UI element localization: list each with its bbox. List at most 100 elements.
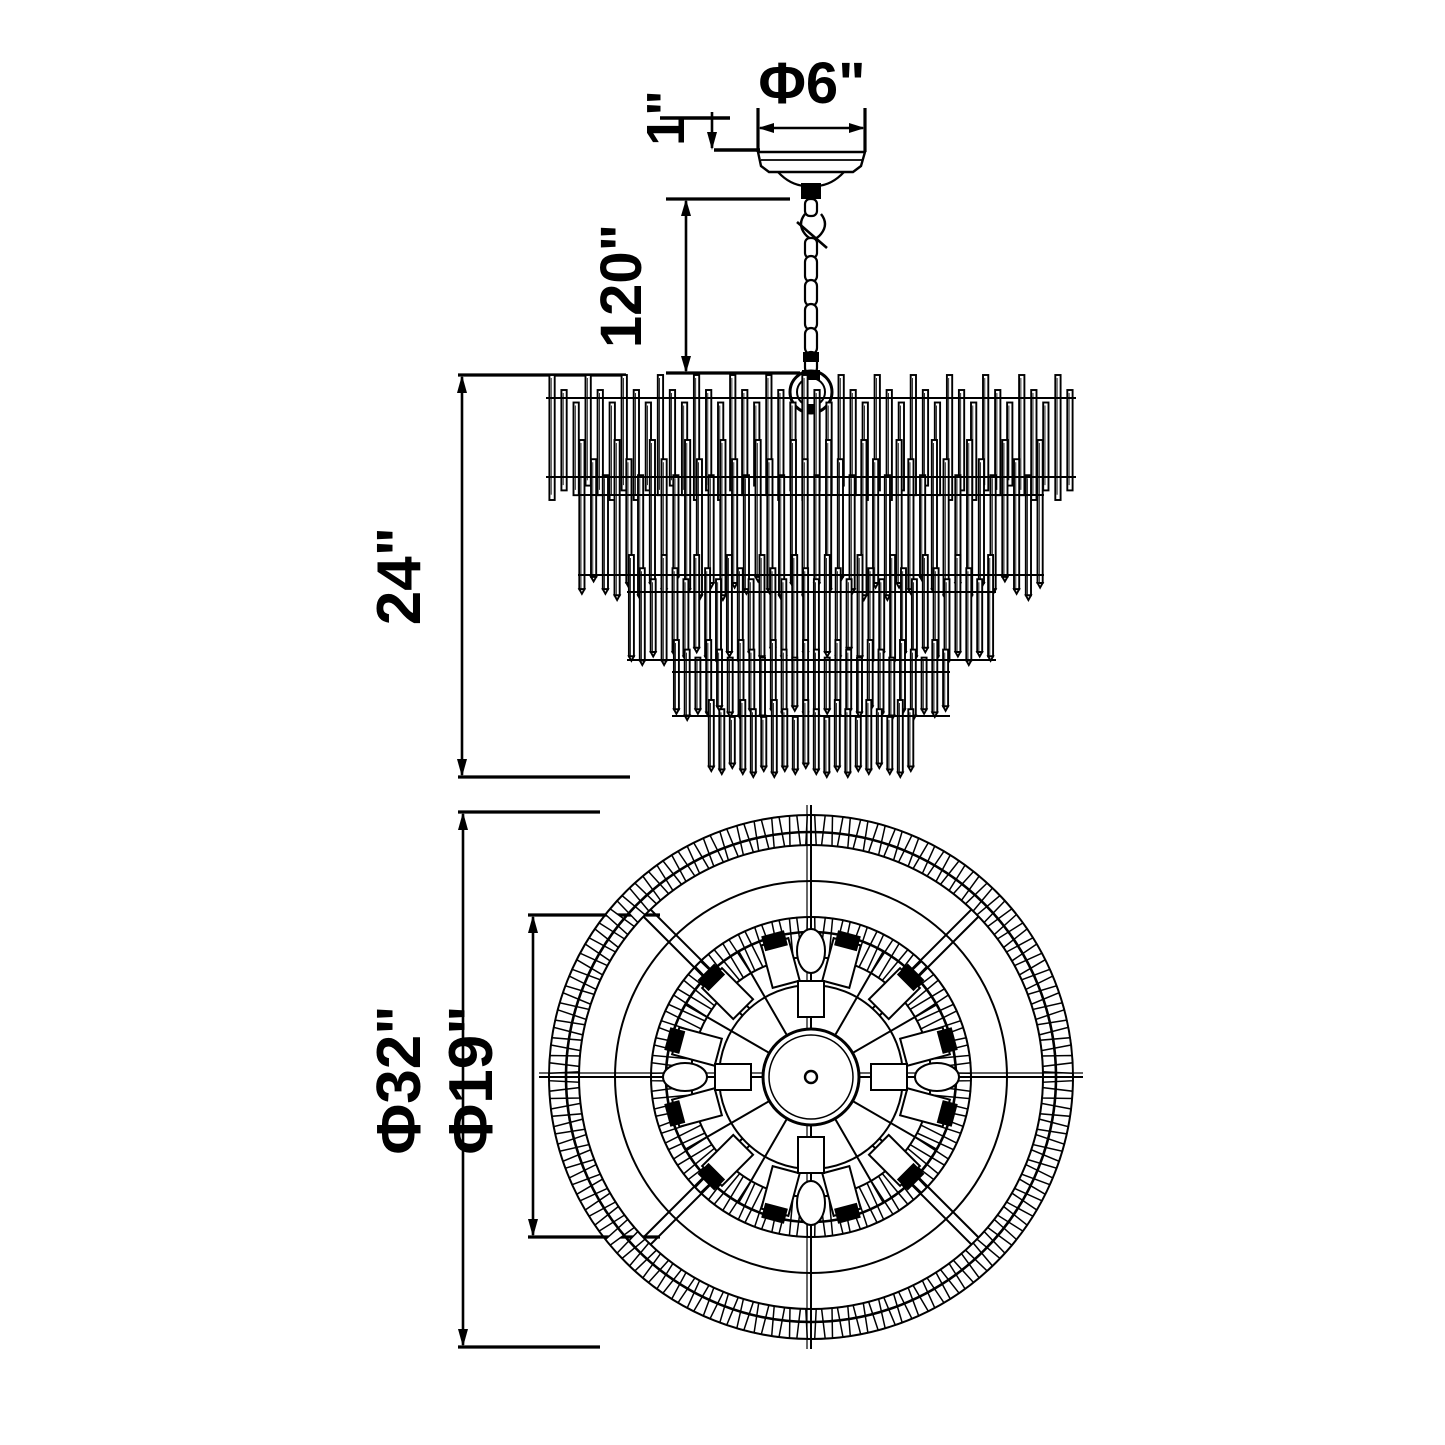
dimension-canopy-diameter xyxy=(756,108,867,152)
plan-lamp-body xyxy=(914,1062,960,1092)
plan-lamp-body xyxy=(796,1180,826,1226)
glass-rod xyxy=(726,656,735,719)
hub-connector-block xyxy=(870,1063,908,1091)
glass-rod xyxy=(812,474,822,590)
glass-rod xyxy=(790,656,799,713)
chandelier-plan-view xyxy=(539,805,1083,1349)
glass-rod xyxy=(668,389,677,487)
glass-rod xyxy=(1054,374,1062,501)
glass-rod xyxy=(753,439,763,584)
glass-rod xyxy=(887,656,896,722)
glass-rod xyxy=(572,401,580,497)
radial-spoke xyxy=(852,1100,938,1151)
glass-rod xyxy=(707,699,716,774)
radial-spoke xyxy=(834,950,885,1036)
glass-rod xyxy=(577,439,587,596)
glass-rod xyxy=(823,554,832,659)
dim-label-fixture-height: 24" xyxy=(365,527,434,625)
glass-rod xyxy=(823,656,832,716)
glass-rod xyxy=(757,554,767,663)
lamp-socket xyxy=(867,1133,925,1191)
glass-rod xyxy=(715,648,724,713)
glass-rod xyxy=(930,639,939,719)
lamp-socket xyxy=(697,963,755,1021)
glass-rod xyxy=(833,699,842,774)
glass-rod xyxy=(620,374,628,492)
lamp-socket xyxy=(760,1164,801,1224)
glass-rod xyxy=(986,554,995,663)
glass-rod xyxy=(746,578,756,659)
radial-spoke xyxy=(737,1118,788,1204)
glass-rod xyxy=(728,715,737,771)
glass-rod xyxy=(854,715,863,774)
glass-rod xyxy=(906,708,915,774)
lamp-socket xyxy=(867,963,925,1021)
glass-rod xyxy=(921,554,930,655)
glass-rod xyxy=(877,578,886,659)
glass-rod xyxy=(977,458,986,590)
dim-label-chain-drop: 120" xyxy=(589,224,654,348)
radial-spoke xyxy=(834,1118,885,1204)
glass-rod xyxy=(560,389,568,492)
glass-rod xyxy=(692,554,701,655)
radial-spoke xyxy=(737,950,788,1036)
dimension-canopy-height xyxy=(660,112,760,152)
glass-rod xyxy=(758,656,767,722)
glass-rod xyxy=(672,639,681,716)
dimension-fixture-height xyxy=(457,373,630,779)
glass-rod xyxy=(964,567,973,667)
dim-label-inner-diameter: Φ19" xyxy=(437,1005,506,1154)
lamp-socket xyxy=(697,1133,755,1191)
glass-rod xyxy=(919,656,929,716)
chain xyxy=(796,183,828,376)
glass-rod xyxy=(738,699,747,776)
radial-spoke xyxy=(852,1003,938,1054)
lamp-socket xyxy=(664,1087,724,1128)
glass-rod xyxy=(601,474,610,596)
glass-rod xyxy=(1030,389,1038,501)
plan-hub-inner xyxy=(768,1034,854,1120)
glass-rod xyxy=(941,648,950,713)
glass-rod xyxy=(649,578,658,659)
glass-rod xyxy=(683,439,692,596)
plan-lamp-body xyxy=(796,928,826,974)
glass-rod xyxy=(717,708,726,776)
lamp-socket xyxy=(821,930,862,990)
glass-rod xyxy=(855,554,865,663)
glass-rod xyxy=(953,554,963,659)
dim-label-canopy-height: 1" xyxy=(636,90,696,146)
hub-connector-block xyxy=(714,1063,752,1091)
lamp-socket xyxy=(760,930,801,990)
glass-rod xyxy=(627,554,636,663)
glass-rod xyxy=(896,699,905,779)
glass-rod xyxy=(730,458,739,590)
glass-rod xyxy=(749,708,758,779)
radial-spoke xyxy=(684,1100,770,1151)
glass-rod xyxy=(548,374,556,501)
glass-rod xyxy=(725,554,734,659)
glass-rod xyxy=(906,458,916,596)
glass-rod xyxy=(844,578,854,655)
glass-rod xyxy=(648,439,657,590)
glass-rod xyxy=(855,656,864,719)
glass-rod xyxy=(847,474,857,596)
glass-rod xyxy=(584,374,592,487)
canopy xyxy=(756,150,867,188)
glass-rod xyxy=(921,389,930,487)
lamp-socket xyxy=(664,1026,724,1067)
glass-rod xyxy=(975,578,984,659)
plan-lamp-body xyxy=(662,1062,708,1092)
glass-rod xyxy=(888,554,897,667)
hub-connector-block xyxy=(797,980,825,1018)
glass-rod xyxy=(659,554,669,667)
glass-rod xyxy=(770,699,779,779)
dimension-outer-diameter xyxy=(458,810,600,1349)
glass-rod xyxy=(801,699,810,771)
glass-rod xyxy=(1024,474,1033,602)
glass-rod xyxy=(790,554,799,667)
glass-rod xyxy=(1000,439,1010,584)
lamp-socket xyxy=(821,1164,862,1224)
glass-rod xyxy=(957,389,966,492)
